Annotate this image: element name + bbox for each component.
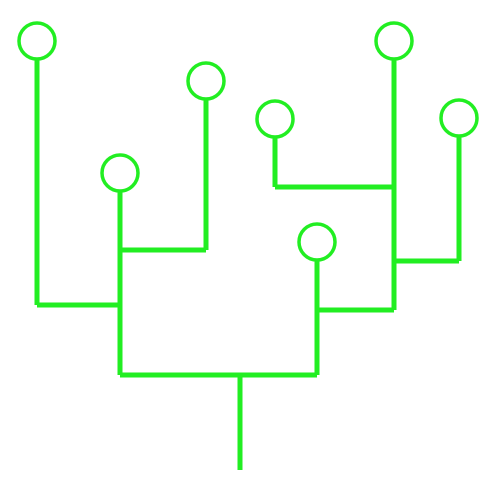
tree-leaves [17, 21, 479, 262]
tree-branches [34, 58, 462, 470]
leaf-node-3 [100, 153, 140, 193]
leaf-node-5 [297, 222, 337, 262]
leaf-node-6 [374, 21, 414, 61]
leaf-node-4 [255, 99, 295, 139]
leaf-node-2 [186, 61, 226, 101]
leaf-node-7 [439, 98, 479, 138]
leaf-node-1 [17, 21, 57, 61]
